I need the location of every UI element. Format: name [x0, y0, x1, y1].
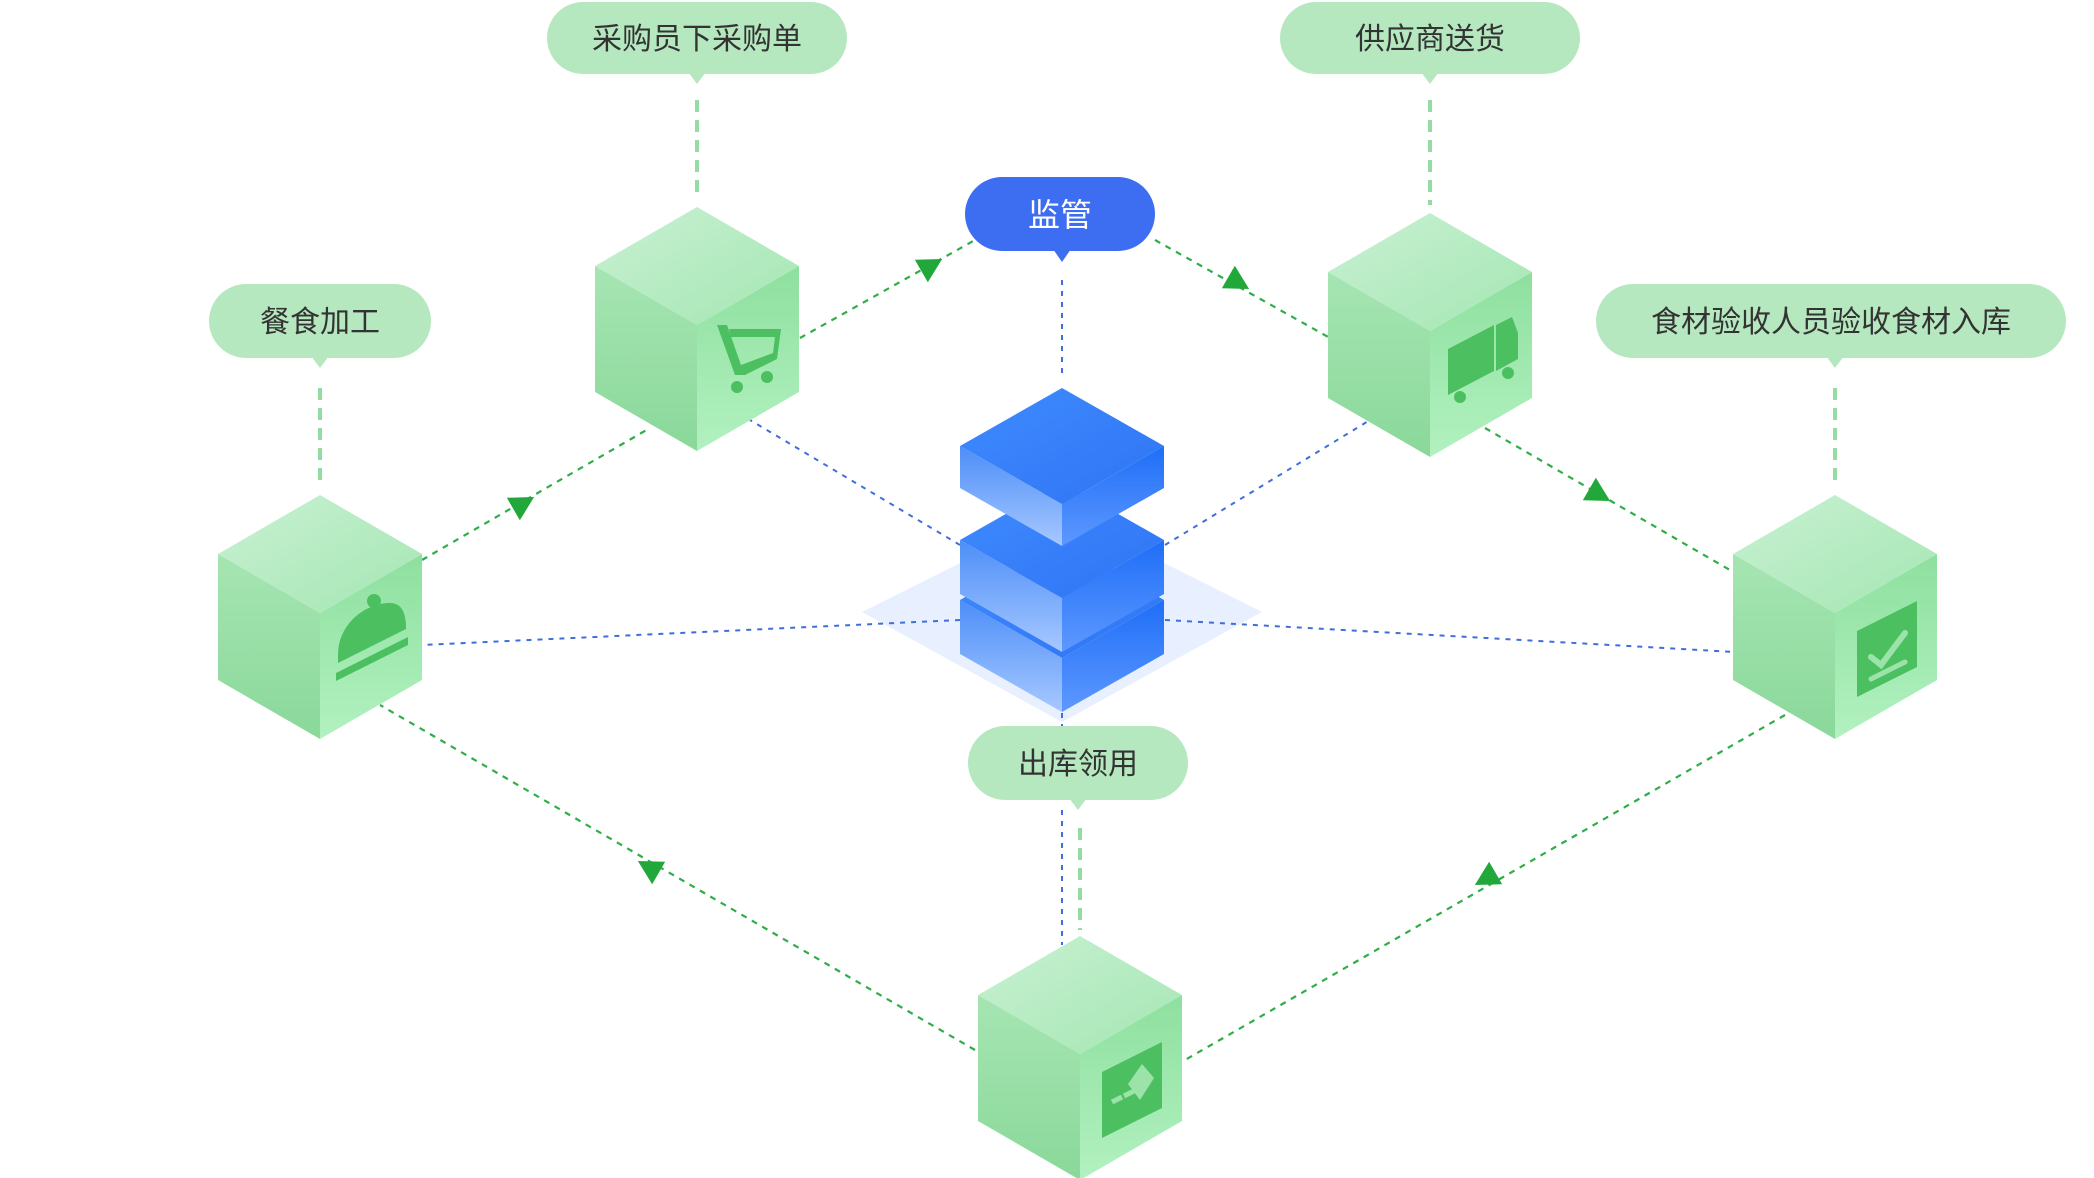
cube-supplier — [1328, 213, 1532, 457]
label-connectors — [318, 100, 1837, 930]
label-supplier: 供应商送货 — [1355, 22, 1505, 57]
blue-connectors — [421, 280, 1736, 945]
food-cloche-icon — [336, 594, 408, 681]
pill-center: 监管 — [965, 177, 1155, 262]
shopping-cart-icon — [717, 325, 781, 393]
pill-accept: 食材验收人员验收食材入库 — [1596, 284, 2066, 368]
arrow-purchase-to-center — [914, 259, 943, 283]
flow-arrows — [506, 259, 1611, 885]
checklist-icon — [1857, 601, 1917, 697]
arrow-supplier-to-accept — [1582, 477, 1611, 501]
label-outbound: 出库领用 — [1018, 747, 1138, 782]
outbound-export-icon — [1102, 1042, 1162, 1138]
pill-outbound: 出库领用 — [968, 726, 1188, 810]
pill-purchase: 采购员下采购单 — [547, 2, 847, 84]
delivery-truck-icon — [1448, 317, 1518, 403]
pill-cooking: 餐食加工 — [209, 284, 431, 368]
flow-connectors — [379, 239, 1786, 1061]
label-center: 监管 — [1028, 196, 1092, 234]
cube-accept — [1733, 495, 1937, 739]
label-cooking: 餐食加工 — [260, 305, 380, 340]
label-purchase: 采购员下采购单 — [592, 22, 802, 57]
arrow-center-to-supplier — [1221, 265, 1250, 289]
arrow-cooking-to-purchase — [506, 497, 535, 521]
arrow-accept-to-outbound — [1474, 861, 1503, 885]
arrow-outbound-to-cooking — [637, 861, 666, 885]
pill-supplier: 供应商送货 — [1280, 2, 1580, 84]
cube-purchase — [595, 207, 799, 451]
cube-cooking — [218, 495, 422, 739]
label-accept: 食材验收人员验收食材入库 — [1651, 305, 2011, 340]
center-database-stack — [960, 388, 1164, 712]
cube-outbound — [978, 936, 1182, 1178]
